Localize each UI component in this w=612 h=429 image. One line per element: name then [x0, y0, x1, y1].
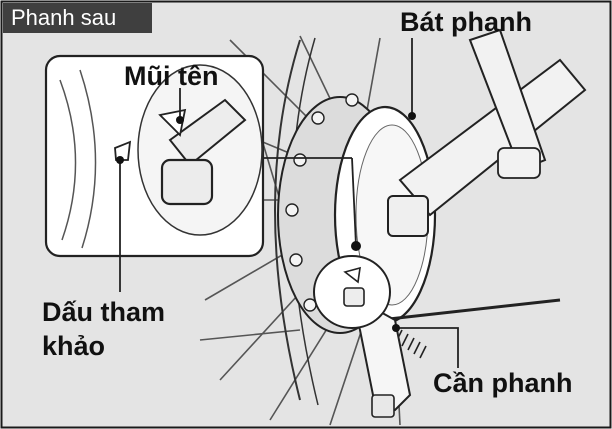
label-arrow: Mũi tên — [124, 60, 219, 92]
inset-nut — [162, 160, 212, 204]
axle-nut — [388, 196, 428, 236]
section-tag: Phanh sau — [3, 3, 152, 33]
label-brake-drum: Bát phanh — [400, 6, 532, 38]
label-brake-arm: Cần phanh — [433, 367, 573, 399]
label-reference-mark-line2: khảo — [42, 330, 105, 362]
label-reference-mark-line1: Dấu tham — [42, 296, 165, 328]
